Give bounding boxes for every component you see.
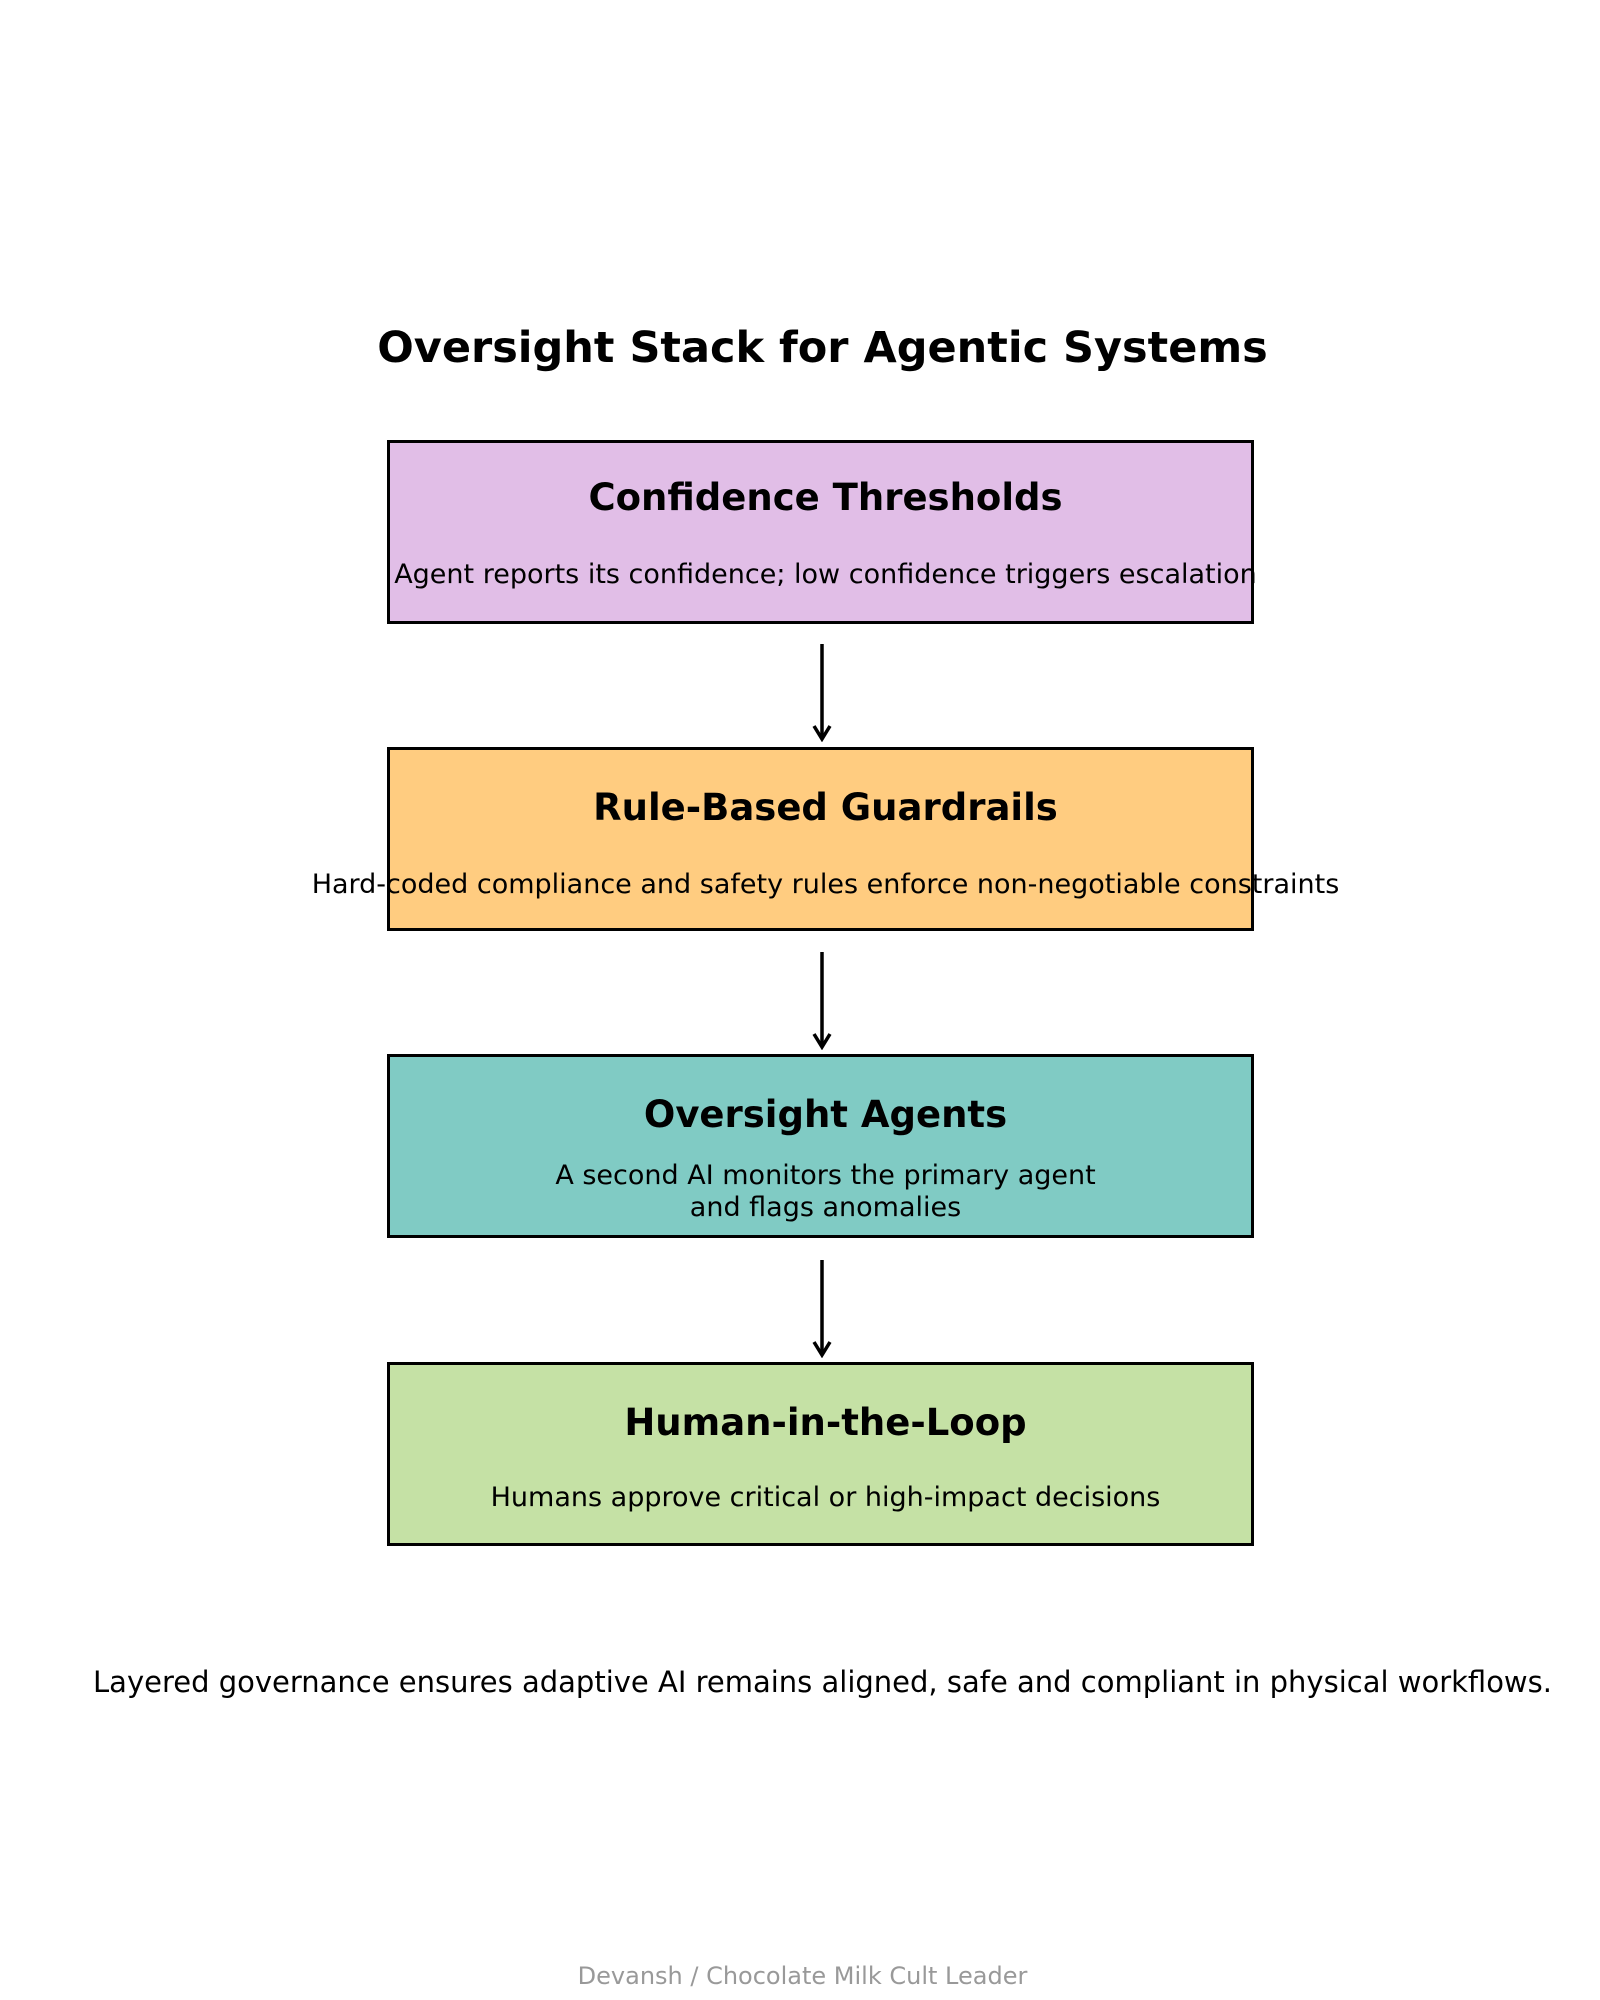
layer-description: A second AI monitors the primary agent a… xyxy=(3,1160,1600,1224)
arrow-down-icon xyxy=(812,1260,832,1358)
diagram-title: Oversight Stack for Agentic Systems xyxy=(377,323,1268,373)
layer-title: Rule-Based Guardrails xyxy=(593,786,1058,829)
layer-description: Agent reports its confidence; low confid… xyxy=(394,559,1257,590)
diagram-caption: Layered governance ensures adaptive AI r… xyxy=(93,1665,1552,1699)
arrow-down-icon xyxy=(812,644,832,742)
layer-description: Humans approve critical or high-impact d… xyxy=(490,1482,1161,1513)
arrow-down-icon xyxy=(812,952,832,1050)
author-credit: Devansh / Chocolate Milk Cult Leader xyxy=(577,1962,1028,1990)
layer-human-in-the-loop: Human-in-the-Loop Humans approve critica… xyxy=(387,1362,1254,1546)
layer-description: Hard-coded compliance and safety rules e… xyxy=(311,869,1340,900)
layer-title: Human-in-the-Loop xyxy=(624,1401,1027,1444)
layer-confidence-thresholds: Confidence Thresholds Agent reports its … xyxy=(387,440,1257,624)
layer-title: Confidence Thresholds xyxy=(588,476,1063,519)
layer-description-line: and flags anomalies xyxy=(689,1192,962,1223)
layer-title: Oversight Agents xyxy=(643,1093,1008,1136)
layer-oversight-agents: Oversight Agents A second AI monitors th… xyxy=(387,1054,1254,1238)
layer-description-line: A second AI monitors the primary agent xyxy=(555,1160,1096,1191)
layer-rule-based-guardrails: Rule-Based Guardrails Hard-coded complia… xyxy=(312,747,1339,931)
